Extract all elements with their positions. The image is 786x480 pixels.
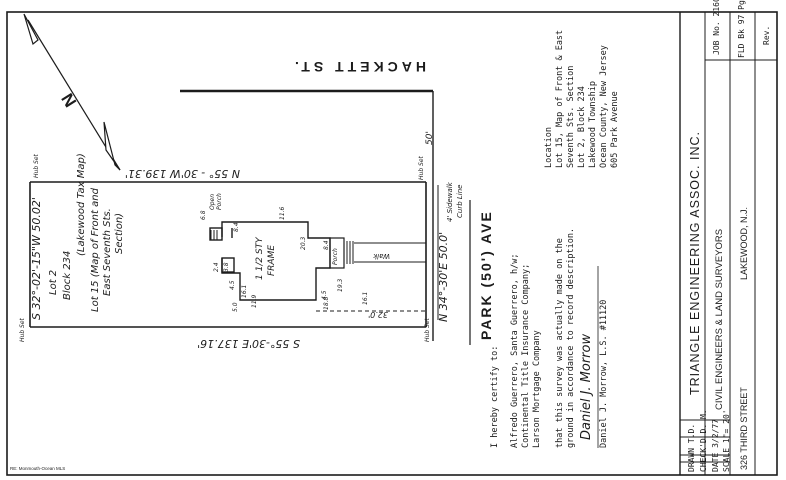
firm-subtitle: CIVIL ENGINEERS & LAND SURVEYORS [714,229,725,410]
revision-label: Rev. [762,26,771,45]
hub-set-se: Hub Set [424,317,431,342]
setback-label: 32.0' [368,310,388,319]
certification-party: Alfredo Guerrero, Santa Guerrero, h/w; [510,254,520,448]
lot-boundary [29,181,439,328]
firm-city: LAKEWOOD, N.J. [739,207,749,280]
lot-description-line: Block 234 [62,251,73,300]
porch-label: Porch [332,248,339,265]
hub-set-nw: Hub Set [33,153,40,178]
mls-footer-stamp: RE: Monmouth-Ocean MLS [10,466,65,471]
street-width-label: 50' [425,131,435,145]
lot-description-line: Lot 15 (Map of Front and [90,187,101,312]
certification-party: Larson Mortgage Company [532,330,542,448]
dimension-label: 20.3 [300,236,307,250]
hub-set-sw: Hub Set [19,317,26,342]
hub-set-ne: Hub Set [418,155,425,180]
north-arrow [23,13,121,171]
dimension-label: 19.3 [337,278,344,292]
location-line: Lot 15, Map of Front & East [555,30,565,168]
sidewalk-label: 4' Sidewalk [446,181,454,222]
house-dimensions: 6.8 8.4 11.6 20.3 8.4 3.8 4.5 16.1 2.4 4… [200,206,369,312]
lot-description-line: Section) [114,213,125,254]
certification-block: I hereby certify to: Alfredo Guerrero, S… [490,228,609,448]
drawing-date: DATE 3/2/77 [711,419,720,472]
certification-statement: that this survey was actually made on th… [555,238,565,448]
dimension-label: 16.1 [362,292,369,305]
certification-lead: I hereby certify to: [490,346,500,448]
location-line: 605 Park Avenue [610,91,620,168]
dimension-label: 8.4 [323,240,330,250]
location-line: Lot 2, Block 234 [577,86,587,168]
location-line: Ocean County, New Jersey [599,45,609,168]
firm-address: 326 THIRD STREET [739,387,749,470]
east-line-bearing: N 34°-30'E 50.0' [437,232,450,322]
open-porch-label: Open [209,194,216,210]
drawn-by: DRAWN T.D. [687,424,696,472]
dimension-label: 8.4 [233,222,240,232]
checked-by: CHECK'D D. M. [699,409,708,472]
surveyor-name: Daniel J. Morrow, L.S. #11120 [599,300,609,448]
job-number: JOB No. 2160 [712,0,721,55]
house-footprint [209,221,331,301]
walk [354,242,426,263]
lot-description-line: (Lakewood Tax Map) [76,153,87,256]
house-label-type: FRAME [267,245,277,276]
dimension-label: 16.1 [241,285,248,298]
north-label: N [57,90,80,110]
west-line-bearing: S 32°-02'-15"W 50.02' [30,197,43,320]
dimension-label: 11.6 [279,206,286,220]
lot-description-line: East Seventh Sts. [102,208,113,296]
lot-description-line: Lot 2 [48,270,59,295]
location-line: Seventh Sts. Section [566,66,576,168]
dimension-label: 6.8 [200,210,207,220]
dimension-label: 4.5 [229,280,236,290]
south-line-bearing: S 55°-30'E 137.16' [197,337,300,350]
dimension-label: 3.8 [223,262,230,272]
dimension-label: 11.9 [251,294,258,308]
location-heading: Location [544,127,554,168]
location-line: Lakewood Township [588,81,598,168]
title-block-frame [679,12,777,475]
certification-party: Continental Title Insurance Company; [521,264,531,448]
dimension-label: 4.5 [321,290,328,300]
surveyor-signature: Daniel J. Morrow [579,334,594,440]
curb-line-label: Curb Line [456,185,464,218]
firm-name: TRIANGLE ENGINEERING ASSOC. INC. [688,131,702,395]
dimension-label: 2.4 [213,262,220,272]
house-label-story: 1 1/2 STY [255,236,265,280]
open-porch-label: Porch [216,193,223,210]
front-porch [329,237,345,269]
lot-description: Lot 2 Block 234 (Lakewood Tax Map) Lot 1… [48,153,125,312]
walk-label: Walk [372,252,390,260]
sheet-border [6,11,778,476]
dimension-label: 5.0 [232,302,239,312]
park-avenue-label: PARK (50') AVE [478,210,494,340]
field-book: FLD Bk 97 Pg 68 [737,0,746,58]
location-block: Location Lot 15, Map of Front & East Sev… [544,30,620,168]
drawing-scale: SCALE 1"= 20' [722,409,731,472]
dimension-label: 18.8 [323,296,330,310]
certification-statement: ground in accordance to record descripti… [566,228,576,448]
hackett-street-label: HACKETT ST. [291,59,426,75]
north-line-bearing: N 55° - 30'W 139.31' [125,167,240,180]
